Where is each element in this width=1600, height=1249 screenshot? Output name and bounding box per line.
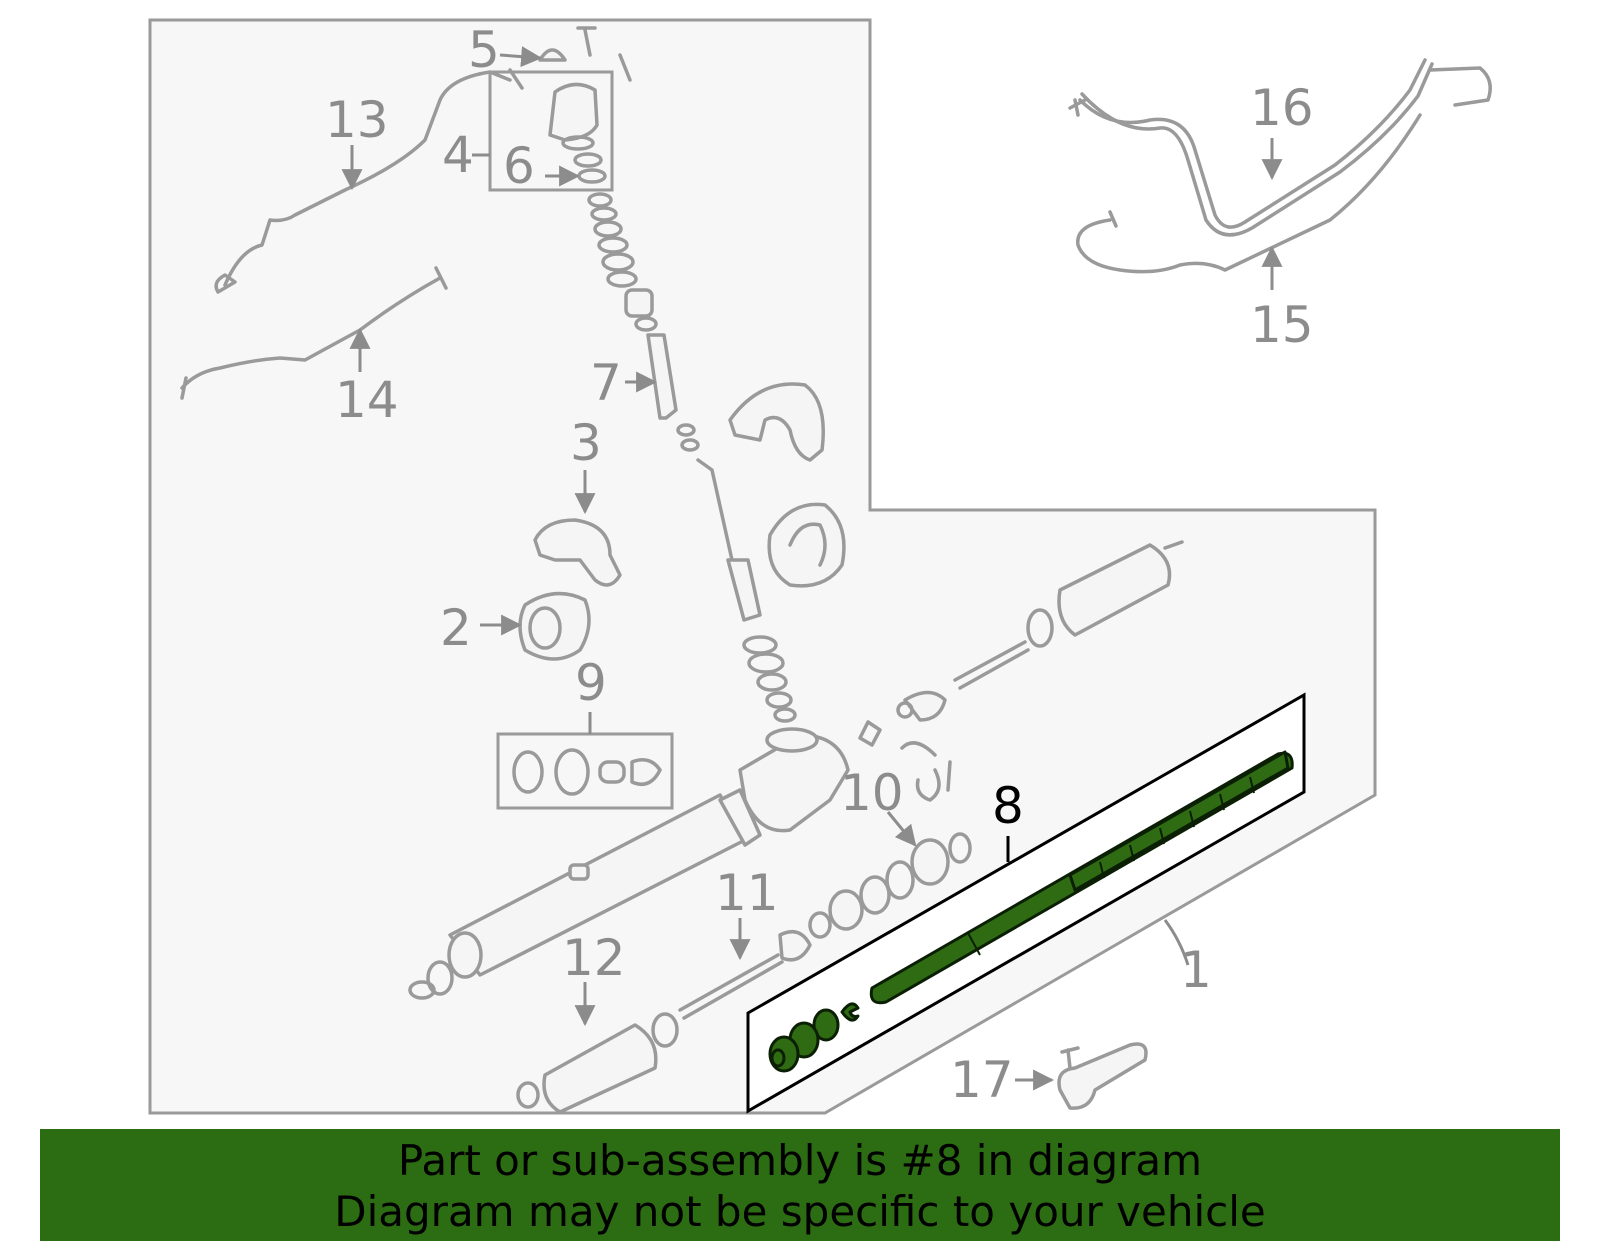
rack-bar-part-8 bbox=[869, 750, 1294, 1005]
callout-5: 5 bbox=[468, 21, 500, 79]
pinion-seal-stack bbox=[587, 192, 797, 723]
callout-8: 8 bbox=[992, 777, 1024, 835]
callout-1: 1 bbox=[1180, 941, 1212, 999]
callout-11: 11 bbox=[715, 864, 779, 922]
callout-7: 7 bbox=[590, 354, 622, 412]
rack-seals-part-8 bbox=[768, 1002, 860, 1073]
part-info-banner: Part or sub-assembly is #8 in diagram Di… bbox=[40, 1129, 1560, 1241]
banner-line-part: Part or sub-assembly is #8 in diagram bbox=[397, 1136, 1203, 1185]
callout-10: 10 bbox=[840, 764, 904, 822]
valve-housing-box bbox=[488, 70, 614, 192]
return-line-14 bbox=[180, 276, 442, 390]
mount-bracket-right bbox=[728, 382, 825, 462]
inner-tie-rod-left bbox=[678, 953, 784, 1020]
pressure-line-16 bbox=[1078, 58, 1427, 229]
return-line-15 bbox=[1076, 113, 1422, 274]
banner-line-disclaimer: Diagram may not be specific to your vehi… bbox=[334, 1187, 1266, 1236]
callout-12: 12 bbox=[562, 929, 626, 987]
callout-13: 13 bbox=[325, 91, 389, 149]
valve-housing bbox=[548, 82, 599, 142]
right-boot bbox=[1057, 543, 1172, 637]
left-inner-tie-rod-end bbox=[778, 929, 812, 962]
callout-14: 14 bbox=[335, 371, 399, 429]
seal-kit-box bbox=[496, 732, 674, 810]
mount-bracket-3 bbox=[533, 518, 622, 587]
callout-3: 3 bbox=[570, 414, 602, 472]
mount-bushing-right bbox=[767, 502, 846, 588]
callout-2: 2 bbox=[440, 599, 472, 657]
callout-16: 16 bbox=[1250, 79, 1314, 137]
callout-4: 4 bbox=[442, 126, 474, 184]
inner-tie-rod-right bbox=[953, 640, 1030, 690]
callout-15: 15 bbox=[1250, 296, 1314, 354]
valve-cap bbox=[538, 48, 567, 62]
callout-6: 6 bbox=[503, 137, 535, 195]
callout-17: 17 bbox=[950, 1051, 1014, 1109]
outer-tie-rod-end-17 bbox=[1057, 1042, 1148, 1110]
callout-9: 9 bbox=[575, 654, 607, 712]
left-boot bbox=[542, 1023, 658, 1114]
